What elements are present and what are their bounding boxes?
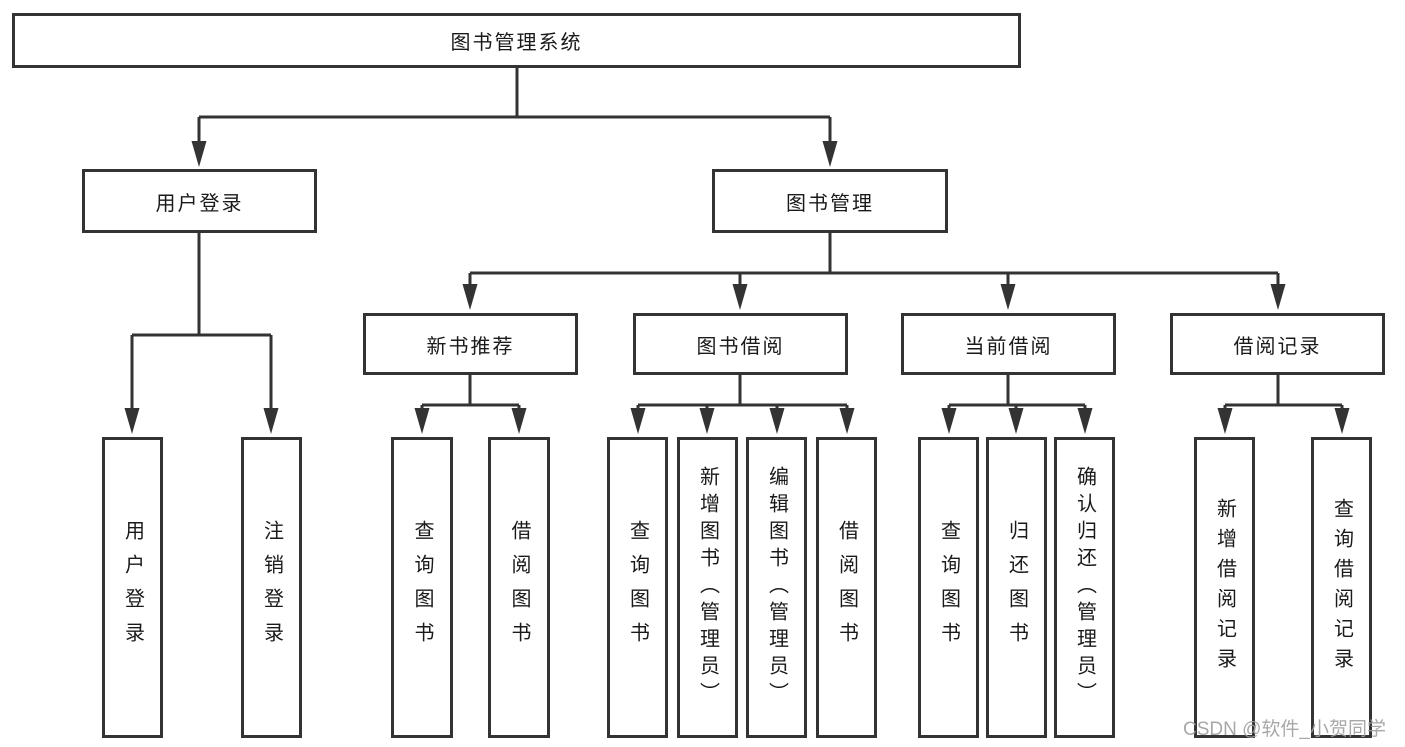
node-label: 注销登录 bbox=[260, 519, 283, 656]
node-label: 图书借阅 bbox=[696, 335, 785, 358]
node-leaf-borrowing-query-books: 查询图书 bbox=[607, 437, 668, 738]
arrowhead-icon bbox=[263, 408, 279, 434]
node-label: 查询图书 bbox=[626, 519, 649, 656]
arrowhead-icon bbox=[1217, 408, 1233, 434]
node-label: 用户登录 bbox=[155, 192, 244, 215]
arrowhead-icon bbox=[511, 408, 527, 434]
node-current-borrowing: 当前借阅 bbox=[901, 313, 1116, 375]
node-book-management: 图书管理 bbox=[712, 169, 948, 233]
node-book-borrowing: 图书借阅 bbox=[633, 313, 848, 375]
connector-userlogin-to-leaves bbox=[124, 233, 279, 434]
node-label: 查询借阅记录 bbox=[1330, 497, 1353, 678]
connector-line bbox=[636, 375, 849, 412]
node-leaf-newbook-query-books: 查询图书 bbox=[391, 437, 453, 738]
arrowhead-icon bbox=[699, 408, 715, 434]
node-label: 新书推荐 bbox=[426, 335, 515, 358]
connector-line bbox=[947, 375, 1087, 412]
node-label: 新增图书（管理员） bbox=[696, 466, 719, 709]
arrowhead-icon bbox=[1270, 284, 1286, 310]
node-leaf-add-borrow-record: 新增借阅记录 bbox=[1194, 437, 1255, 738]
node-label: 图书管理系统 bbox=[450, 32, 583, 54]
node-new-book-recommendation: 新书推荐 bbox=[363, 313, 578, 375]
node-label: 借阅图书 bbox=[835, 519, 858, 656]
arrowhead-icon bbox=[414, 408, 430, 434]
connector-newbook-to-leaves bbox=[414, 375, 527, 434]
arrowhead-icon bbox=[941, 408, 957, 434]
arrowhead-icon bbox=[822, 141, 838, 167]
connector-line bbox=[468, 233, 1280, 287]
arrowhead-icon bbox=[1334, 408, 1350, 434]
connector-line bbox=[420, 375, 521, 412]
node-leaf-borrowing-borrow-books: 借阅图书 bbox=[816, 437, 877, 738]
node-label: 借阅记录 bbox=[1233, 335, 1322, 358]
arrowhead-icon bbox=[1008, 408, 1024, 434]
node-label: 确认归还（管理员） bbox=[1073, 466, 1096, 709]
connector-borrowing-to-leaves bbox=[630, 375, 855, 434]
node-leaf-logout: 注销登录 bbox=[241, 437, 302, 738]
node-borrowing-records: 借阅记录 bbox=[1170, 313, 1385, 375]
connector-root-to-level2 bbox=[191, 68, 838, 167]
node-label: 当前借阅 bbox=[964, 335, 1053, 358]
connector-current-to-leaves bbox=[941, 375, 1093, 434]
node-leaf-edit-books-admin: 编辑图书（管理员） bbox=[746, 437, 807, 738]
node-label: 新增借阅记录 bbox=[1213, 497, 1236, 678]
arrowhead-icon bbox=[191, 141, 207, 167]
connector-line bbox=[197, 68, 832, 144]
arrowhead-icon bbox=[1000, 284, 1016, 310]
arrowhead-icon bbox=[1077, 408, 1093, 434]
node-label: 借阅图书 bbox=[508, 519, 530, 656]
node-leaf-add-books-admin: 新增图书（管理员） bbox=[677, 437, 738, 738]
node-leaf-user-login: 用户登录 bbox=[102, 437, 163, 738]
node-leaf-return-books: 归还图书 bbox=[986, 437, 1047, 738]
csdn-watermark: CSDN @软件_小贺同学 bbox=[1183, 719, 1386, 740]
node-label: 图书管理 bbox=[786, 192, 874, 215]
node-user-login: 用户登录 bbox=[82, 169, 317, 233]
arrowhead-icon bbox=[462, 284, 478, 310]
connector-records-to-leaves bbox=[1217, 375, 1350, 434]
node-leaf-confirm-return-admin: 确认归还（管理员） bbox=[1054, 437, 1115, 738]
node-leaf-newbook-borrow-books: 借阅图书 bbox=[488, 437, 550, 738]
connector-line bbox=[130, 233, 273, 410]
arrowhead-icon bbox=[839, 408, 855, 434]
node-root-library-system: 图书管理系统 bbox=[12, 13, 1021, 68]
arrowhead-icon bbox=[124, 408, 140, 434]
node-label: 查询图书 bbox=[937, 519, 960, 656]
connector-line bbox=[1223, 375, 1344, 412]
node-label: 查询图书 bbox=[411, 519, 433, 656]
connector-bookmgmt-to-level3 bbox=[462, 233, 1286, 310]
arrowhead-icon bbox=[732, 284, 748, 310]
arrowhead-icon bbox=[630, 408, 646, 434]
node-leaf-query-borrow-record: 查询借阅记录 bbox=[1311, 437, 1372, 738]
node-leaf-current-query-books: 查询图书 bbox=[918, 437, 979, 738]
node-label: 用户登录 bbox=[121, 519, 144, 656]
node-label: 归还图书 bbox=[1005, 519, 1028, 656]
node-label: 编辑图书（管理员） bbox=[765, 466, 788, 709]
arrowhead-icon bbox=[769, 408, 785, 434]
